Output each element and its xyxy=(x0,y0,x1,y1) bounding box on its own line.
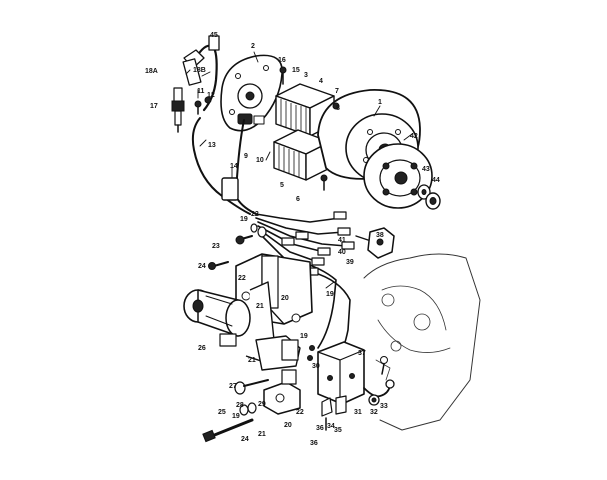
callout-4: 4 xyxy=(319,78,323,85)
regulator-box xyxy=(317,341,365,405)
callout-36: 35 xyxy=(334,427,342,434)
callout-6: 6 xyxy=(296,196,300,203)
bracket-arm xyxy=(245,281,301,371)
ground-lead xyxy=(363,379,395,398)
ht-lead xyxy=(198,35,220,112)
callout-23c: 22 xyxy=(296,409,304,416)
callout-25a: 24 xyxy=(198,263,206,270)
callout-3: 3 xyxy=(304,72,308,79)
stator-plate xyxy=(220,54,283,132)
callout-23a: 22 xyxy=(251,211,259,218)
ignition-coil xyxy=(183,289,251,347)
nut xyxy=(425,192,441,210)
stator-screw xyxy=(194,66,340,191)
terminal-block xyxy=(355,227,395,259)
callout-22b: 21 xyxy=(258,431,266,438)
engine-case xyxy=(363,253,481,431)
callout-7: 7 xyxy=(335,88,339,95)
connectors xyxy=(281,211,355,276)
callout-19: 19 xyxy=(326,291,334,298)
callout-22a: 21 xyxy=(256,303,264,310)
leader-lines xyxy=(185,51,413,289)
callout-20c: 19 xyxy=(232,413,240,420)
callout-46: 45 xyxy=(210,32,218,39)
callout-45: 44 xyxy=(432,177,440,184)
callout-5: 5 xyxy=(280,182,284,189)
callout-12: 12 xyxy=(207,92,215,99)
callout-20b: 19 xyxy=(300,333,308,340)
starter-pulley xyxy=(363,143,433,209)
callout-26: 25 xyxy=(218,409,226,416)
callout-29: 28 xyxy=(236,402,244,409)
callout-9: 9 xyxy=(244,153,248,160)
callout-labels: 1 2 3 4 5 6 7 8 9 10 11 12 13 14 15 16 1… xyxy=(145,32,440,447)
callout-42: 41 xyxy=(338,237,346,244)
callout-15: 15 xyxy=(292,67,300,74)
callout-33: 32 xyxy=(370,409,378,416)
callout-21b: 20 xyxy=(284,422,292,429)
callout-38: 37 xyxy=(358,350,366,357)
callout-1: 1 xyxy=(378,99,382,106)
callout-17: 17 xyxy=(150,103,158,110)
spacer-block xyxy=(263,369,301,415)
callout-24: 23 xyxy=(212,243,220,250)
callout-13: 13 xyxy=(208,142,216,149)
callout-21a: 20 xyxy=(281,295,289,302)
callout-41: 40 xyxy=(338,249,346,256)
callout-31: 30 xyxy=(312,363,320,370)
callout-35: 34 xyxy=(327,423,335,430)
plug-cap xyxy=(182,49,205,86)
callout-37a: 36 xyxy=(316,425,324,432)
spark-plug xyxy=(171,87,185,133)
washer xyxy=(417,184,431,200)
callout-10: 10 xyxy=(256,157,264,164)
callout-8: 8 xyxy=(336,105,340,112)
callout-44: 43 xyxy=(422,166,430,173)
callout-28: 27 xyxy=(229,383,237,390)
callout-25b: 24 xyxy=(241,436,249,443)
callout-16: 16 xyxy=(278,57,286,64)
clip-hardware xyxy=(307,345,388,431)
callout-30: 29 xyxy=(258,401,266,408)
callout-22c: 21 xyxy=(248,357,256,364)
callout-43: 42 xyxy=(410,133,418,140)
callout-34: 33 xyxy=(380,403,388,410)
callout-20a: 19 xyxy=(240,216,248,223)
callout-32: 31 xyxy=(354,409,362,416)
callout-27: 26 xyxy=(198,345,206,352)
callout-18a: 18A xyxy=(145,68,158,75)
callout-40: 39 xyxy=(346,259,354,266)
callout-39: 38 xyxy=(376,232,384,239)
callout-18b: 18B xyxy=(193,67,206,74)
callout-23b: 22 xyxy=(238,275,246,282)
callout-14: 14 xyxy=(230,163,238,170)
bolts-and-washers xyxy=(202,223,269,443)
callout-2: 2 xyxy=(251,43,255,50)
callout-37b: 36 xyxy=(310,440,318,447)
callout-11: 11 xyxy=(197,88,205,95)
